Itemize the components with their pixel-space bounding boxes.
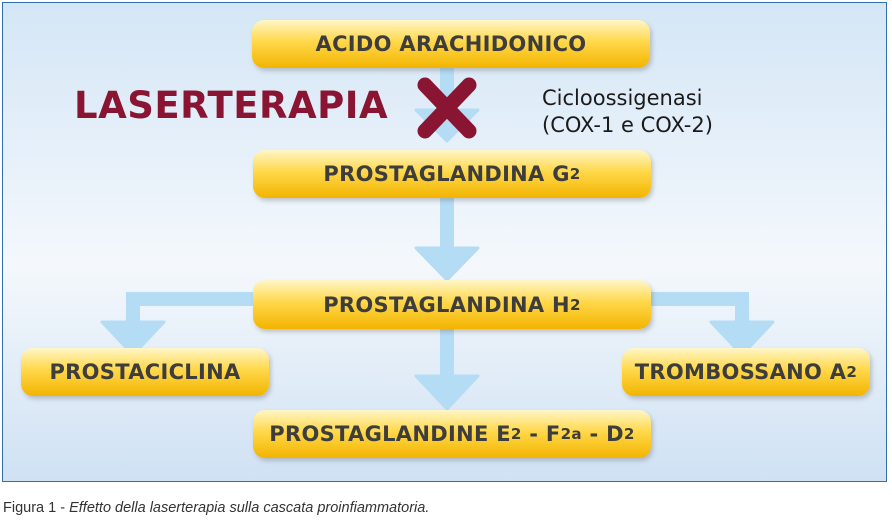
figure-caption: Figura 1 - Effetto della laserterapia su…	[3, 500, 429, 516]
caption-prefix: Figura 1	[3, 500, 57, 516]
inhibitor-label: LASERTERAPIA	[74, 84, 389, 127]
node-thromboxane-a2-label: TROMBOSSANO A	[634, 360, 847, 384]
caption-separator: -	[56, 500, 70, 516]
node-prostaglandins-separator-d: - D	[581, 422, 624, 446]
node-prostaglandins-sub-d: 2	[623, 425, 635, 443]
arrowhead-prostacyclin	[100, 320, 166, 357]
node-prostaglandins-sub-e: 2	[510, 425, 522, 443]
enzyme-isoforms: (COX-1 e COX-2)	[542, 113, 713, 137]
node-prostaglandins-separator-f: - F	[521, 422, 561, 446]
node-prostaglandin-h2-label: PROSTAGLANDINA H	[323, 292, 570, 317]
arrow-pgh2-to-thromboxane	[630, 292, 749, 325]
node-prostacyclin: PROSTACICLINA	[21, 348, 269, 396]
arrowhead-thromboxane	[709, 320, 775, 357]
node-arachidonic-acid-label: ACIDO ARACHIDONICO	[315, 32, 587, 56]
node-prostaglandins-sub-f: 2a	[560, 425, 582, 443]
caption-text: Effetto della laserterapia sulla cascata…	[69, 500, 430, 516]
node-prostaglandin-g2-subscript: 2	[569, 165, 581, 183]
node-arachidonic-acid: ACIDO ARACHIDONICO	[252, 20, 650, 68]
node-prostaglandins-label: PROSTAGLANDINE E	[269, 422, 511, 446]
arrowhead-prostaglandins	[414, 374, 480, 411]
node-prostaglandin-h2-subscript: 2	[569, 295, 581, 314]
arrowhead-pgh2	[414, 246, 480, 282]
enzyme-name: Cicloossigenasi	[542, 86, 703, 110]
node-thromboxane-a2-subscript: 2	[846, 363, 858, 381]
node-prostacyclin-label: PROSTACICLINA	[49, 360, 241, 384]
inhibition-x-mark	[417, 77, 477, 139]
arrow-pgh2-to-prostacyclin	[126, 292, 262, 325]
node-prostaglandin-g2-label: PROSTAGLANDINA G	[323, 162, 570, 186]
enzyme-annotation: Cicloossigenasi (COX-1 e COX-2)	[542, 85, 713, 139]
